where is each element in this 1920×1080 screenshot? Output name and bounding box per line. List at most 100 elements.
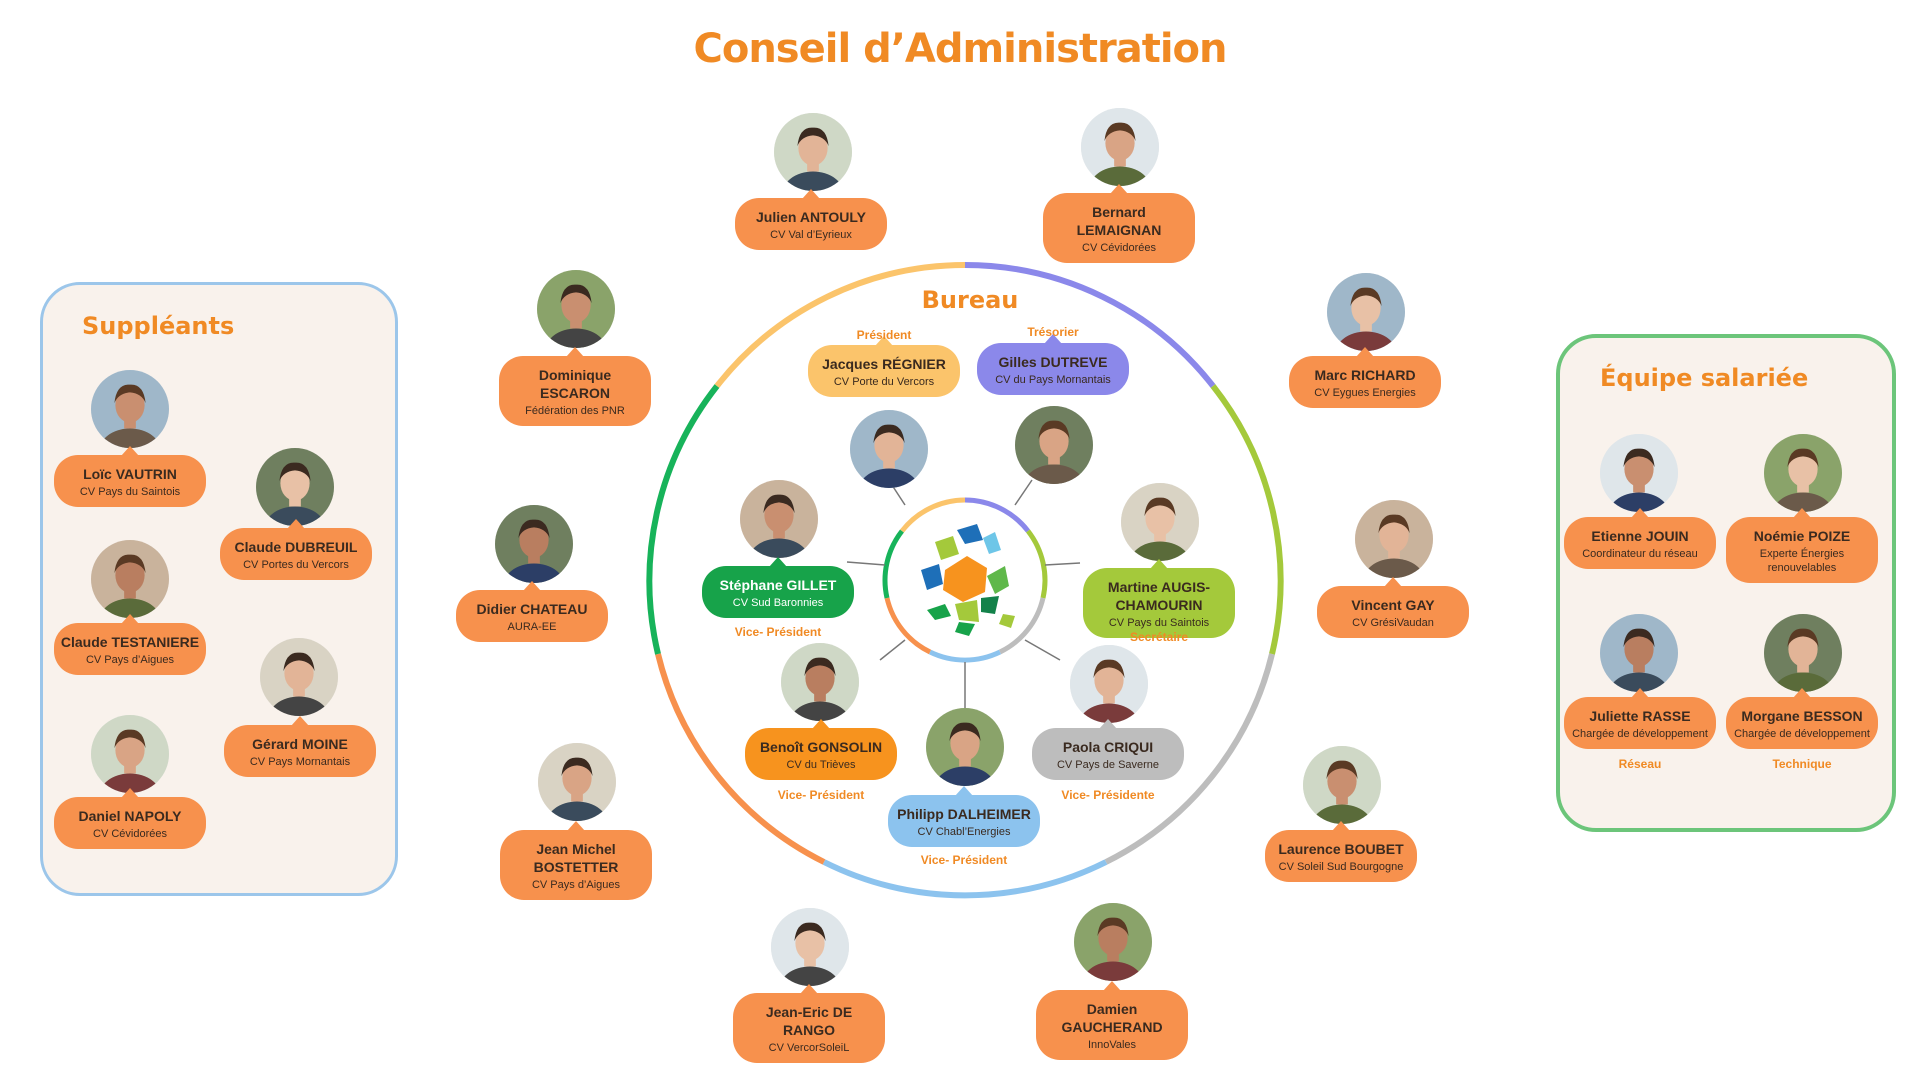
person-role: Vice- Président bbox=[920, 853, 1008, 867]
person-role: Vice- Président bbox=[777, 788, 865, 802]
ring-arc-blue bbox=[822, 859, 1108, 899]
suppleants-name-tag: Claude DUBREUIL CV Portes du Vercors bbox=[220, 519, 372, 580]
bureau-name-tag: Jacques RÉGNIER CV Porte du Vercors bbox=[808, 336, 960, 397]
person-organisation: CV du Trièves bbox=[786, 759, 856, 771]
person-photo-icon bbox=[1015, 406, 1093, 484]
person-photo-icon bbox=[495, 505, 573, 583]
board-name-tag: Didier CHATEAU AURA-EE bbox=[456, 581, 608, 642]
avatar bbox=[1764, 614, 1842, 692]
person-photo-icon bbox=[538, 743, 616, 821]
person-photo-icon bbox=[1600, 434, 1678, 512]
board-name-tag: Marc RICHARD CV Eygues Energies bbox=[1289, 347, 1441, 408]
person-organisation: CV Soleil Sud Bourgogne bbox=[1278, 861, 1404, 873]
ring-arc-green bbox=[646, 384, 720, 655]
bureau-title: Bureau bbox=[921, 286, 1019, 314]
person-photo-icon bbox=[1070, 645, 1148, 723]
avatar bbox=[1764, 434, 1842, 512]
person-role: Vice- Présidente bbox=[1061, 788, 1155, 802]
avatar bbox=[740, 480, 818, 558]
person-organisation: CV VercorSoleiL bbox=[768, 1042, 850, 1054]
avatar bbox=[1121, 483, 1199, 561]
person-photo-icon bbox=[1121, 483, 1199, 561]
avatar bbox=[1600, 434, 1678, 512]
avatar bbox=[495, 505, 573, 583]
person-role: Secrétaire bbox=[1129, 630, 1189, 644]
equipe-panel bbox=[1556, 334, 1896, 832]
person-name: Juliette RASSE bbox=[1589, 708, 1691, 724]
person-name: Jacques RÉGNIER bbox=[822, 356, 946, 372]
avatar bbox=[1600, 614, 1678, 692]
avatar bbox=[260, 638, 338, 716]
person-name: Jean Michel BOSTETTER bbox=[533, 841, 619, 875]
equipe-name-tag: Noémie POIZE Experte Énergies renouvelabl… bbox=[1726, 508, 1878, 583]
person-photo-icon bbox=[1074, 903, 1152, 981]
person-photo-icon bbox=[771, 908, 849, 986]
person-organisation: AURA-EE bbox=[507, 621, 557, 633]
person-photo-icon bbox=[1600, 614, 1678, 692]
person-photo-icon bbox=[781, 643, 859, 721]
person-name: Philipp DALHEIMER bbox=[897, 806, 1031, 822]
person-name: Marc RICHARD bbox=[1314, 367, 1416, 383]
avatar bbox=[1081, 108, 1159, 186]
suppleants-title: Suppléants bbox=[82, 312, 235, 340]
person-organisation: Chargée de développement bbox=[1572, 728, 1708, 740]
person-name: Benoît GONSOLIN bbox=[759, 739, 883, 755]
suppleants-name-tag: Claude TESTANIERE CV Pays d’Aigues bbox=[54, 614, 206, 675]
person-name: Claude DUBREUIL bbox=[234, 539, 358, 555]
person-organisation: Chargée de développement bbox=[1734, 728, 1870, 740]
person-organisation: CV Pays Mornantais bbox=[249, 756, 351, 768]
board-name-tag: Dominique ESCARON Fédération des PNR bbox=[499, 347, 651, 426]
person-organisation: Experte Énergies renouvelables bbox=[1759, 548, 1845, 574]
person-name: Noémie POIZE bbox=[1753, 528, 1851, 544]
person-role: Technique bbox=[1772, 757, 1832, 771]
person-name: Claude TESTANIERE bbox=[60, 634, 200, 650]
person-organisation: CV Pays de Saverne bbox=[1056, 759, 1160, 771]
person-name: Morgane BESSON bbox=[1741, 708, 1863, 724]
person-role: Vice- Président bbox=[734, 625, 822, 639]
person-photo-icon bbox=[1355, 500, 1433, 578]
avatar bbox=[771, 908, 849, 986]
avatar bbox=[926, 708, 1004, 786]
person-name: Bernard LEMAIGNAN bbox=[1076, 204, 1162, 238]
person-organisation: CV Porte du Vercors bbox=[833, 376, 935, 388]
person-name: Dominique ESCARON bbox=[538, 367, 612, 401]
person-name: Vincent GAY bbox=[1351, 597, 1435, 613]
person-name: Gilles DUTREVE bbox=[998, 354, 1108, 370]
person-photo-icon bbox=[260, 638, 338, 716]
person-photo-icon bbox=[91, 370, 169, 448]
person-name: Julien ANTOULY bbox=[756, 209, 866, 225]
person-organisation: CV Portes du Vercors bbox=[243, 559, 349, 571]
network-logo bbox=[921, 524, 1015, 636]
person-role: Trésorier bbox=[1027, 325, 1079, 339]
equipe-title: Équipe salariée bbox=[1600, 364, 1809, 392]
person-organisation: InnoVales bbox=[1087, 1039, 1137, 1051]
person-organisation: CV Pays d’Aigues bbox=[85, 654, 175, 666]
person-name: Didier CHATEAU bbox=[476, 601, 588, 617]
person-photo-icon bbox=[91, 715, 169, 793]
person-name: Daniel NAPOLY bbox=[78, 808, 182, 824]
bureau-name-tag: Paola CRIQUI CV Pays de Saverne bbox=[1032, 719, 1184, 780]
avatar bbox=[1327, 273, 1405, 351]
avatar bbox=[91, 370, 169, 448]
person-organisation: Fédération des PNR bbox=[525, 405, 625, 417]
person-name: Etienne JOUIN bbox=[1591, 528, 1689, 544]
person-role: Réseau bbox=[1618, 757, 1662, 771]
person-photo-icon bbox=[1327, 273, 1405, 351]
person-organisation: CV Chabl’Energies bbox=[917, 826, 1011, 838]
person-organisation: CV Eygues Energies bbox=[1314, 387, 1416, 399]
person-organisation: CV Cévidorées bbox=[93, 828, 167, 840]
person-photo-icon bbox=[1764, 434, 1842, 512]
person-name: Paola CRIQUI bbox=[1062, 739, 1154, 755]
person-photo-icon bbox=[1764, 614, 1842, 692]
person-photo-icon bbox=[256, 448, 334, 526]
person-organisation: CV Sud Baronnies bbox=[732, 597, 824, 609]
avatar bbox=[256, 448, 334, 526]
ring-arc-yellow bbox=[714, 262, 966, 388]
avatar bbox=[1074, 903, 1152, 981]
person-name: Damien GAUCHERAND bbox=[1061, 1001, 1163, 1035]
